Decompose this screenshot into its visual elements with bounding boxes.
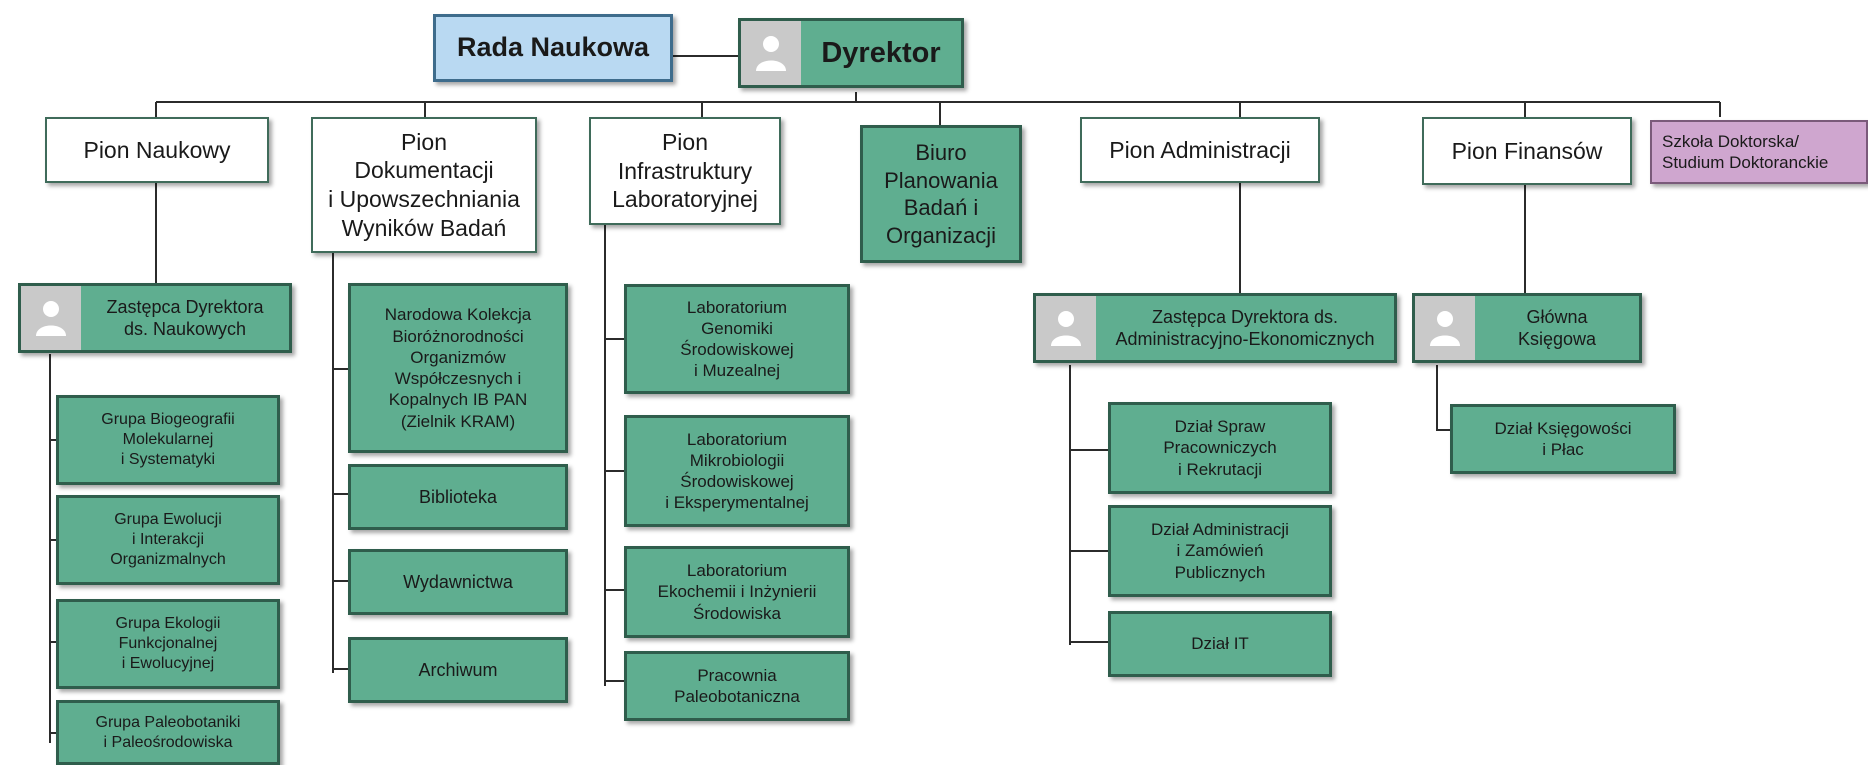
deputy-naukowy-box: Zastępca Dyrektora ds. Naukowych [18, 283, 292, 353]
finance-unit-box: Dział Księgowości i Płac [1450, 404, 1676, 474]
documentation-unit-box: Wydawnictwa [348, 549, 568, 615]
deputy-administracji-box: Zastępca Dyrektora ds. Administracyjno-E… [1033, 293, 1397, 363]
laboratory-box: Laboratorium Mikrobiologii Środowiskowej… [624, 415, 850, 527]
group-box: Grupa Ekologii Funkcjonalnej i Ewolucyjn… [56, 599, 280, 689]
biuro-planowania-box: Biuro Planowania Badań i Organizacji [860, 125, 1022, 263]
documentation-unit-box: Biblioteka [348, 464, 568, 530]
pion-administracji-box: Pion Administracji [1080, 117, 1320, 183]
szkola-doktorska-box: Szkoła Doktorska/ Studium Doktoranckie [1650, 120, 1868, 184]
laboratory-box: Laboratorium Genomiki Środowiskowej i Mu… [624, 284, 850, 394]
dokumentacji-bus [332, 253, 348, 673]
deputy-administracji-label: Zastępca Dyrektora ds. Administracyjno-E… [1115, 306, 1375, 350]
group-box: Grupa Ewolucji i Interakcji Organizmalny… [56, 495, 280, 585]
person-avatar-icon [21, 286, 81, 350]
pion-dokumentacji-box: Pion Dokumentacji i Upowszechniania Wyni… [311, 117, 537, 253]
pion-finansow-box: Pion Finansów [1422, 117, 1632, 185]
infrastruktury-bus [604, 225, 624, 686]
person-avatar-icon [741, 21, 801, 85]
group-box: Grupa Paleobotaniki i Paleośrodowiska [56, 700, 280, 765]
person-avatar-icon [1036, 296, 1096, 360]
naukowy-groups-bus [49, 354, 56, 743]
person-avatar-icon [1415, 296, 1475, 360]
dyrektor-label: Dyrektor [821, 36, 941, 69]
rada-naukowa-box: Rada Naukowa [433, 14, 673, 82]
admin-unit-box: Dział Administracji i Zamówień Publiczny… [1108, 505, 1332, 597]
laboratory-box: Pracownia Paleobotaniczna [624, 651, 850, 721]
group-box: Grupa Biogeografii Molekularnej i System… [56, 395, 280, 485]
laboratory-box: Laboratorium Ekochemii i Inżynierii Środ… [624, 546, 850, 638]
glowna-ksiegowa-label: Główna Księgowa [1517, 306, 1597, 350]
dyrektor-box: Dyrektor [738, 18, 964, 88]
admin-unit-box: Dział IT [1108, 611, 1332, 677]
pion-naukowy-box: Pion Naukowy [45, 117, 269, 183]
admin-unit-box: Dział Spraw Pracowniczych i Rekrutacji [1108, 402, 1332, 494]
deputy-naukowy-label: Zastępca Dyrektora ds. Naukowych [106, 296, 264, 340]
documentation-unit-box: Narodowa Kolekcja Bioróżnorodności Organ… [348, 283, 568, 453]
documentation-unit-box: Archiwum [348, 637, 568, 703]
pion-infrastruktury-box: Pion Infrastruktury Laboratoryjnej [589, 117, 781, 225]
finansow-bus [1436, 365, 1450, 431]
administracji-bus [1069, 365, 1108, 645]
glowna-ksiegowa-box: Główna Księgowa [1412, 293, 1642, 363]
